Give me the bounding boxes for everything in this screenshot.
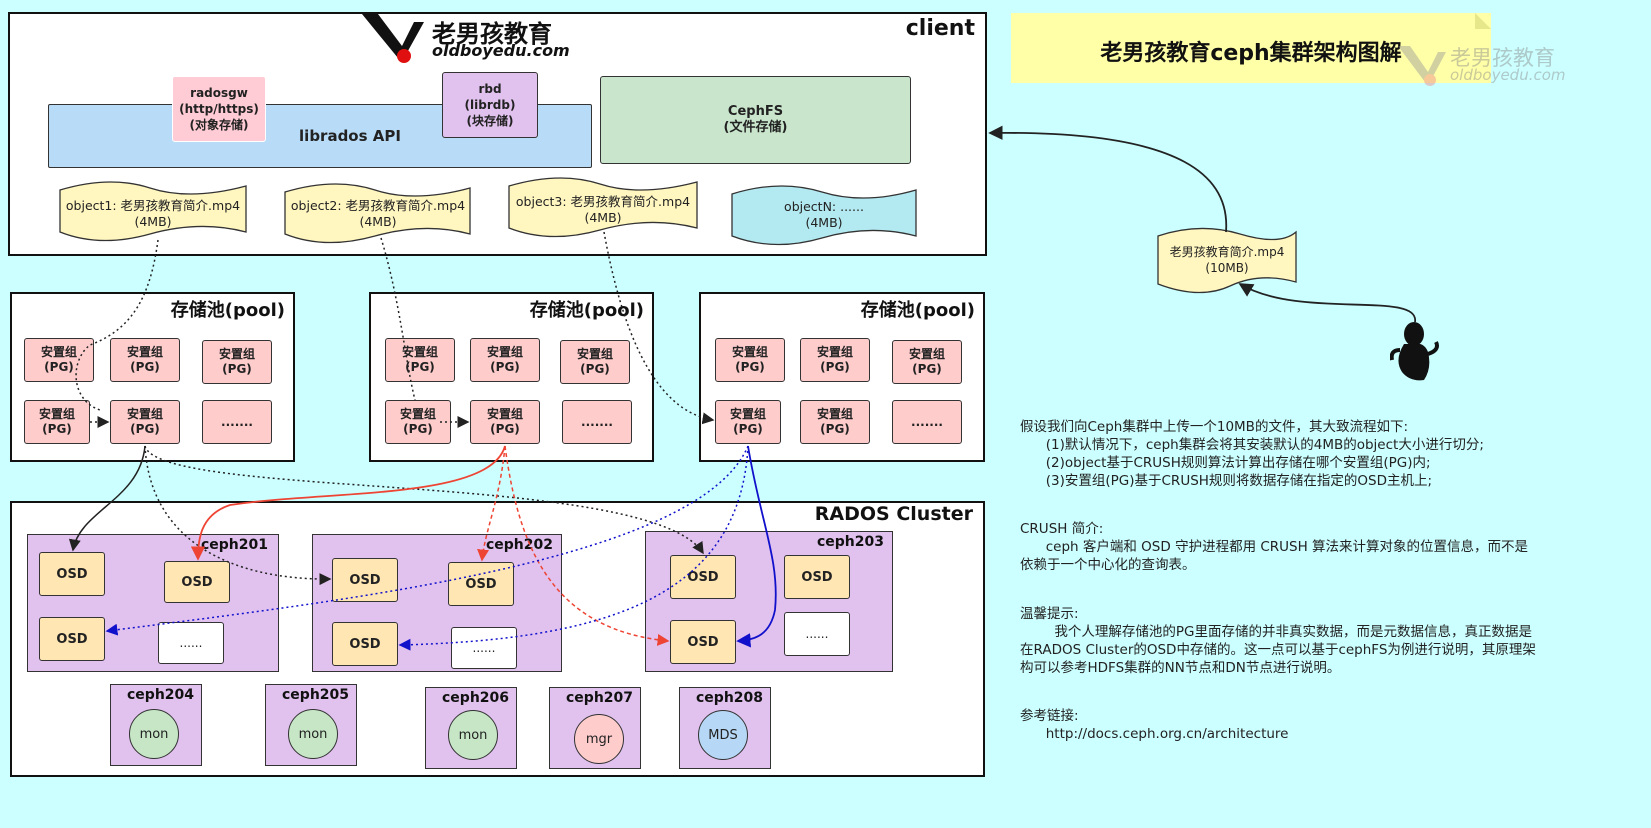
pool-1-pg-5: 安置组 (PG) [110,400,180,444]
node-ceph203-title: ceph203 [816,534,884,550]
pool-2-title: 存储池(pool) [529,300,644,321]
radosgw-box: radosgw (http/https) (对象存储) [172,76,266,142]
logo-icon [362,14,424,63]
pool-3-pg-more: ....... [892,400,962,444]
pool-2-pg-more: ....... [562,400,632,444]
ceph202-osd-2: OSD [448,562,514,606]
pool-1-pg-3: 安置组 (PG) [202,340,272,384]
pool-1-pg-1: 安置组 (PG) [24,338,94,382]
node-ceph208: ceph208 MDS [679,687,771,769]
node-ceph204: ceph204 mon [110,684,202,766]
node-ceph205: ceph205 mon [265,684,357,766]
ceph203-osd-2: OSD [784,555,850,599]
ceph201-osd-1: OSD [39,552,105,596]
objectN-label: objectN: ...... (4MB) [784,199,864,230]
object2-shape [284,183,471,244]
note-tip: 温馨提示: 我个人理解存储池的PG里面存储的并非真实数据，而是元数据信息，真正数… [1020,606,1536,676]
pool-1-title: 存储池(pool) [170,300,285,321]
pool-2-pg-2: 安置组 (PG) [470,338,540,382]
object3-shape [508,177,698,238]
pool-2-pg-3: 安置组 (PG) [560,340,630,384]
node-ceph205-title: ceph205 [282,687,350,703]
logo-en: oldboyedu.com [432,41,570,60]
node-ceph206: ceph206 mon [425,687,517,769]
pool-2-pg-1: 安置组 (PG) [385,338,455,382]
pool-1-pg-more: ....... [202,400,272,444]
node-ceph207: ceph207 mgr [549,687,641,769]
banner-fold [1475,13,1491,29]
pool-2-pg-4: 安置组 (PG) [385,400,451,444]
pool-3-pg-4: 安置组 (PG) [715,400,781,444]
pool-3-pg-2: 安置组 (PG) [800,338,870,382]
mon-service-1: mon [129,709,179,759]
mon-service-3: mon [448,710,498,760]
ceph202-osd-1: OSD [332,558,398,602]
ceph203-osd-1: OSD [670,555,736,599]
mgr-service: mgr [574,714,624,764]
watermark-cn: 老男孩教育 [1450,46,1555,70]
user-icon [1390,322,1439,381]
node-ceph207-title: ceph207 [566,690,634,706]
watermark: 老男孩教育 oldboyedu.com [1396,40,1586,96]
ceph202-more: ...... [451,627,517,669]
ceph202-osd-3: OSD [332,622,398,666]
ceph201-more: ...... [158,622,224,664]
ceph201-osd-3: OSD [39,617,105,661]
object1-label: object1: 老男孩教育简介.mp4 (4MB) [65,198,241,229]
note-crush: CRUSH 简介: ceph 客户端和 OSD 守护进程都用 CRUSH 算法来… [1020,521,1529,573]
pool-3-pg-5: 安置组 (PG) [800,400,870,444]
pool-2-pg-5: 安置组 (PG) [470,400,540,444]
node-ceph204-title: ceph204 [127,687,195,703]
note-flow: 假设我们向Ceph集群中上传一个10MB的文件，其大致流程如下: (1)默认情况… [1020,419,1484,489]
objectN-shape [731,185,917,246]
rados-title: RADOS Cluster [814,503,973,525]
watermark-icon [1398,46,1446,86]
node-ceph202-title: ceph202 [485,537,553,553]
note-ref: 参考链接: http://docs.ceph.org.cn/architectu… [1020,708,1289,742]
mon-service-2: mon [288,709,338,759]
pool-1-pg-4: 安置组 (PG) [24,400,90,444]
ceph203-more: ...... [784,612,850,656]
rbd-box: rbd (librdb) (块存储) [442,72,538,138]
pool-3-pg-1: 安置组 (PG) [715,338,785,382]
pool-3-pg-3: 安置组 (PG) [892,340,962,384]
upload-file-label: 老男孩教育简介.mp4 (10MB) [1169,245,1285,275]
banner-title: 老男孩教育ceph集群架构图解 [1100,41,1402,66]
title-banner: 老男孩教育ceph集群架构图解 [1011,13,1491,83]
node-ceph208-title: ceph208 [696,690,764,706]
cephfs-box: CephFS (文件存储) [600,76,911,164]
pool-3-title: 存储池(pool) [860,300,975,321]
pool-1-pg-2: 安置组 (PG) [110,338,180,382]
watermark-en: oldboyedu.com [1450,66,1566,84]
node-ceph201-title: ceph201 [200,537,268,553]
ceph201-osd-2: OSD [164,561,230,603]
ceph203-osd-3: OSD [670,620,736,664]
mds-service: MDS [698,710,748,760]
librados-label: librados API [299,127,401,145]
object3-label: object3: 老男孩教育简介.mp4 (4MB) [515,194,691,225]
logo: 老男孩教育 oldboyedu.com [360,12,570,66]
client-title: client [905,16,975,41]
logo-cn: 老男孩教育 [432,20,552,48]
object2-label: object2: 老男孩教育简介.mp4 (4MB) [290,198,466,229]
node-ceph206-title: ceph206 [442,690,510,706]
